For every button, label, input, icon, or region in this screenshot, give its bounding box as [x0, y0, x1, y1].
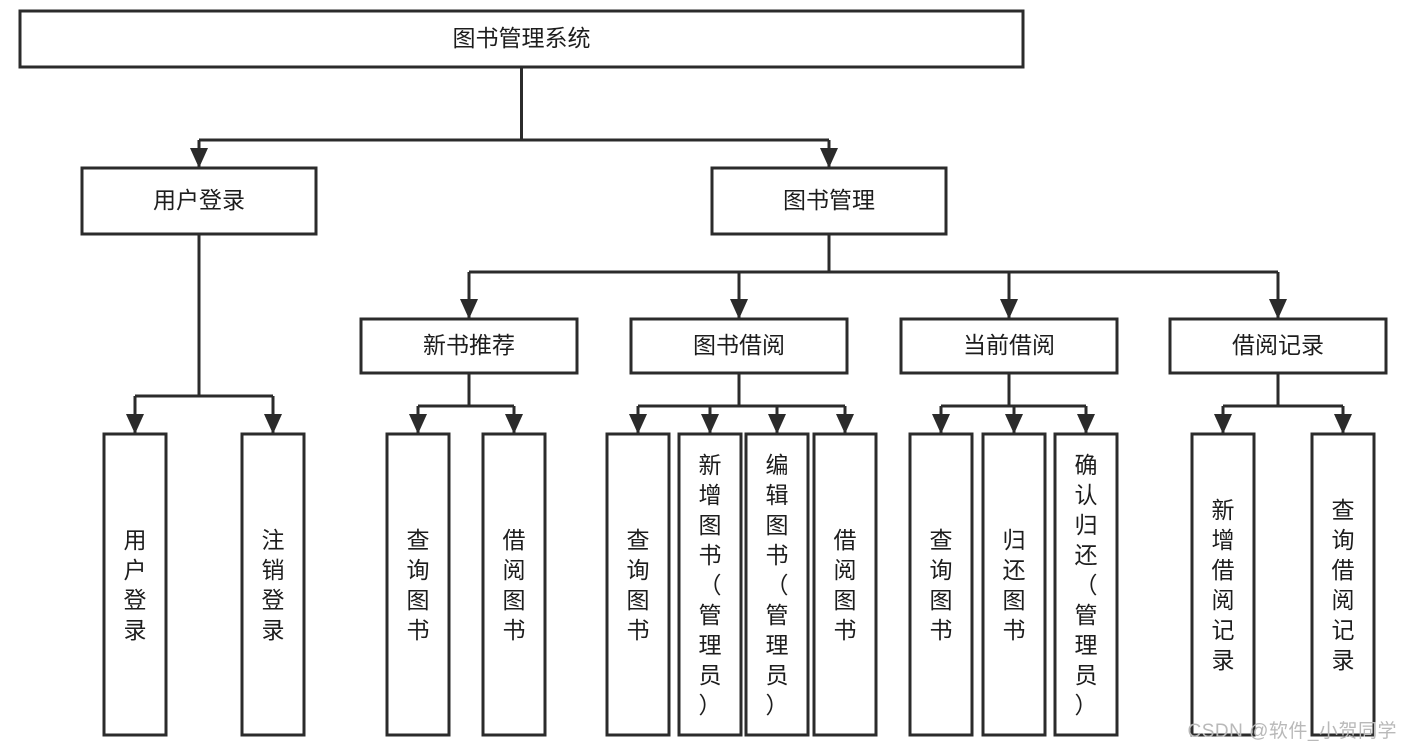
- node-current-borrow[interactable]: 当前借阅: [899, 317, 1119, 375]
- node-box-leaf-borrow-book-1: [481, 432, 547, 737]
- arrow-head-icon: [264, 414, 282, 434]
- node-box-leaf-edit-book: [744, 432, 810, 737]
- arrow-head-icon: [629, 414, 647, 434]
- node-leaf-add-book[interactable]: 新增图书（管理员）: [677, 432, 743, 737]
- node-box-borrow-record: [1168, 317, 1388, 375]
- node-label-book-manage: 图书管理: [783, 187, 875, 213]
- node-root[interactable]: 图书管理系统: [18, 9, 1025, 69]
- node-leaf-query-book-3[interactable]: 查询图书: [908, 432, 974, 737]
- node-box-leaf-confirm-return: [1053, 432, 1119, 737]
- node-label-book-borrow: 图书借阅: [693, 332, 785, 358]
- arrow-head-icon: [836, 414, 854, 434]
- node-box-leaf-return-book: [981, 432, 1047, 737]
- arrow-head-icon: [1214, 414, 1232, 434]
- arrow-head-icon: [126, 414, 144, 434]
- node-label-leaf-borrow-book-2: 借阅图书: [834, 527, 857, 643]
- node-label-leaf-user-login: 用户登录: [124, 527, 147, 643]
- arrow-head-icon: [1077, 414, 1095, 434]
- node-box-leaf-query-record: [1310, 432, 1376, 737]
- watermark-text: CSDN @软件_小贺同学: [1187, 721, 1397, 742]
- arrow-head-icon: [1334, 414, 1352, 434]
- arrow-head-icon: [730, 299, 748, 319]
- node-box-leaf-add-record: [1190, 432, 1256, 737]
- connector-layer: [126, 67, 1352, 434]
- node-box-leaf-user-login: [102, 432, 168, 737]
- node-label-leaf-query-record: 查询借阅记录: [1332, 497, 1355, 673]
- arrow-head-icon: [190, 148, 208, 168]
- node-book-borrow[interactable]: 图书借阅: [629, 317, 849, 375]
- arrow-head-icon: [1005, 414, 1023, 434]
- node-leaf-confirm-return[interactable]: 确认归还（管理员）: [1053, 432, 1119, 737]
- node-box-book-manage: [710, 166, 948, 236]
- node-leaf-return-book[interactable]: 归还图书: [981, 432, 1047, 737]
- node-layer: 图书管理系统用户登录图书管理新书推荐图书借阅当前借阅借阅记录用户登录注销登录查询…: [18, 9, 1388, 737]
- node-label-leaf-borrow-book-1: 借阅图书: [503, 527, 526, 643]
- node-label-leaf-add-record: 新增借阅记录: [1212, 497, 1235, 673]
- node-user-login[interactable]: 用户登录: [80, 166, 318, 236]
- node-leaf-borrow-book-2[interactable]: 借阅图书: [812, 432, 878, 737]
- node-box-new-book-recommend: [359, 317, 579, 375]
- node-label-new-book-recommend: 新书推荐: [423, 332, 515, 358]
- arrow-head-icon: [1269, 299, 1287, 319]
- node-leaf-edit-book[interactable]: 编辑图书（管理员）: [744, 432, 810, 737]
- arrow-head-icon: [932, 414, 950, 434]
- arrow-head-icon: [1000, 299, 1018, 319]
- node-box-leaf-query-book-3: [908, 432, 974, 737]
- node-label-borrow-record: 借阅记录: [1232, 332, 1324, 358]
- node-leaf-query-record[interactable]: 查询借阅记录: [1310, 432, 1376, 737]
- node-label-leaf-query-book-3: 查询图书: [930, 527, 953, 643]
- node-label-current-borrow: 当前借阅: [963, 332, 1055, 358]
- node-leaf-query-book-1[interactable]: 查询图书: [385, 432, 451, 737]
- arrow-head-icon: [409, 414, 427, 434]
- node-box-leaf-add-book: [677, 432, 743, 737]
- arrow-head-icon: [768, 414, 786, 434]
- node-label-leaf-return-book: 归还图书: [1003, 527, 1026, 643]
- node-box-leaf-query-book-1: [385, 432, 451, 737]
- node-leaf-user-login[interactable]: 用户登录: [102, 432, 168, 737]
- node-book-manage[interactable]: 图书管理: [710, 166, 948, 236]
- node-box-root: [18, 9, 1025, 69]
- node-box-leaf-borrow-book-2: [812, 432, 878, 737]
- node-box-leaf-logout: [240, 432, 306, 737]
- node-box-leaf-query-book-2: [605, 432, 671, 737]
- arrow-head-icon: [820, 148, 838, 168]
- arrow-head-icon: [460, 299, 478, 319]
- arrow-head-icon: [505, 414, 523, 434]
- node-label-leaf-edit-book: 编辑图书（管理员）: [766, 452, 789, 718]
- node-box-book-borrow: [629, 317, 849, 375]
- node-new-book-recommend[interactable]: 新书推荐: [359, 317, 579, 375]
- node-leaf-add-record[interactable]: 新增借阅记录: [1190, 432, 1256, 737]
- node-borrow-record[interactable]: 借阅记录: [1168, 317, 1388, 375]
- node-leaf-logout[interactable]: 注销登录: [240, 432, 306, 737]
- node-box-current-borrow: [899, 317, 1119, 375]
- node-label-leaf-logout: 注销登录: [262, 527, 285, 643]
- node-leaf-borrow-book-1[interactable]: 借阅图书: [481, 432, 547, 737]
- arrow-head-icon: [701, 414, 719, 434]
- node-label-leaf-query-book-2: 查询图书: [627, 527, 650, 643]
- node-leaf-query-book-2[interactable]: 查询图书: [605, 432, 671, 737]
- node-label-user-login: 用户登录: [153, 187, 245, 213]
- node-box-user-login: [80, 166, 318, 236]
- node-label-leaf-add-book: 新增图书（管理员）: [699, 452, 722, 718]
- node-label-leaf-query-book-1: 查询图书: [407, 527, 430, 643]
- node-label-root: 图书管理系统: [453, 25, 591, 51]
- node-label-leaf-confirm-return: 确认归还（管理员）: [1075, 452, 1098, 718]
